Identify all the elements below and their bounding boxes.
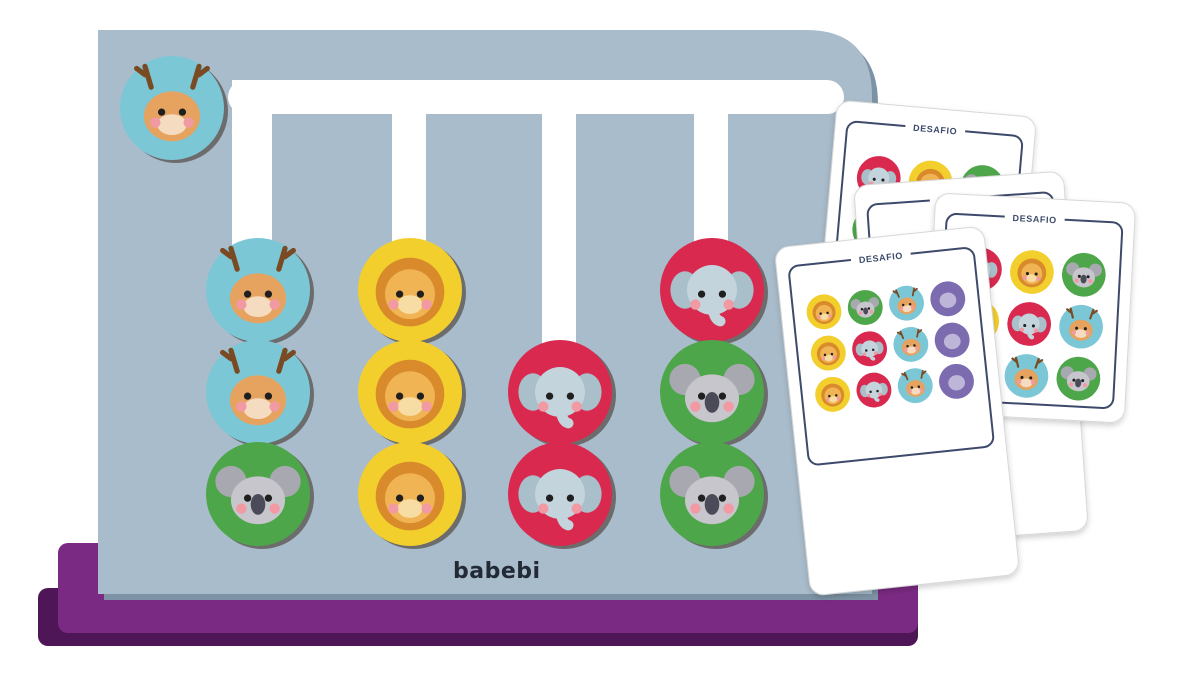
- token-col1-row2-deer[interactable]: [206, 340, 314, 447]
- board-face: [98, 30, 872, 594]
- card-chip-purple: [930, 281, 966, 317]
- board-tokens: [120, 56, 768, 549]
- token-col3-row2-elephant[interactable]: [508, 442, 616, 549]
- card-chip-lion: [806, 294, 842, 330]
- token-col2-row2-lion[interactable]: [358, 340, 466, 447]
- card-chip-purple: [934, 322, 970, 358]
- card-chip-deer: [897, 368, 933, 404]
- token-col2-row1-lion[interactable]: [358, 238, 466, 345]
- token-col1-row3-koala[interactable]: [206, 442, 314, 549]
- card-chip-koala: [1056, 356, 1101, 401]
- front-card[interactable]: DESAFIO: [774, 226, 1019, 596]
- token-col1-row1-deer[interactable]: [206, 238, 314, 345]
- challenge-cards: DESAFIODESAFIODESAFIODESAFIO: [774, 100, 1136, 596]
- card-chip-deer: [1059, 304, 1103, 349]
- token-col4-row1-elephant[interactable]: [660, 238, 768, 345]
- top-track: [228, 80, 844, 114]
- column-track-3: [542, 100, 576, 380]
- held-token-deer[interactable]: [120, 56, 228, 163]
- card-chip-koala: [847, 290, 883, 325]
- token-col2-row3-lion[interactable]: [358, 442, 466, 549]
- card-chip-deer: [1004, 354, 1049, 398]
- token-col3-row1-elephant[interactable]: [508, 340, 616, 447]
- card-chip-lion: [1010, 250, 1054, 294]
- card-chip-deer: [893, 327, 929, 362]
- card-chip-lion: [810, 335, 846, 371]
- card-chip-elephant: [1007, 302, 1052, 346]
- token-col4-row3-koala[interactable]: [660, 442, 768, 549]
- token-col4-row2-koala[interactable]: [660, 340, 768, 447]
- card-chip-lion: [815, 376, 851, 412]
- card-title: DESAFIO: [1012, 213, 1057, 225]
- card-title: DESAFIO: [913, 123, 958, 137]
- card-chip-koala: [1061, 252, 1106, 297]
- card-chip-deer: [889, 285, 924, 321]
- card-title: DESAFIO: [858, 251, 903, 266]
- sliding-puzzle-board: babebi: [98, 30, 878, 600]
- card-chip-elephant: [856, 372, 892, 408]
- brand-logo: babebi: [453, 559, 541, 584]
- card-chip-purple: [939, 363, 974, 399]
- card-chip-elephant: [852, 331, 888, 367]
